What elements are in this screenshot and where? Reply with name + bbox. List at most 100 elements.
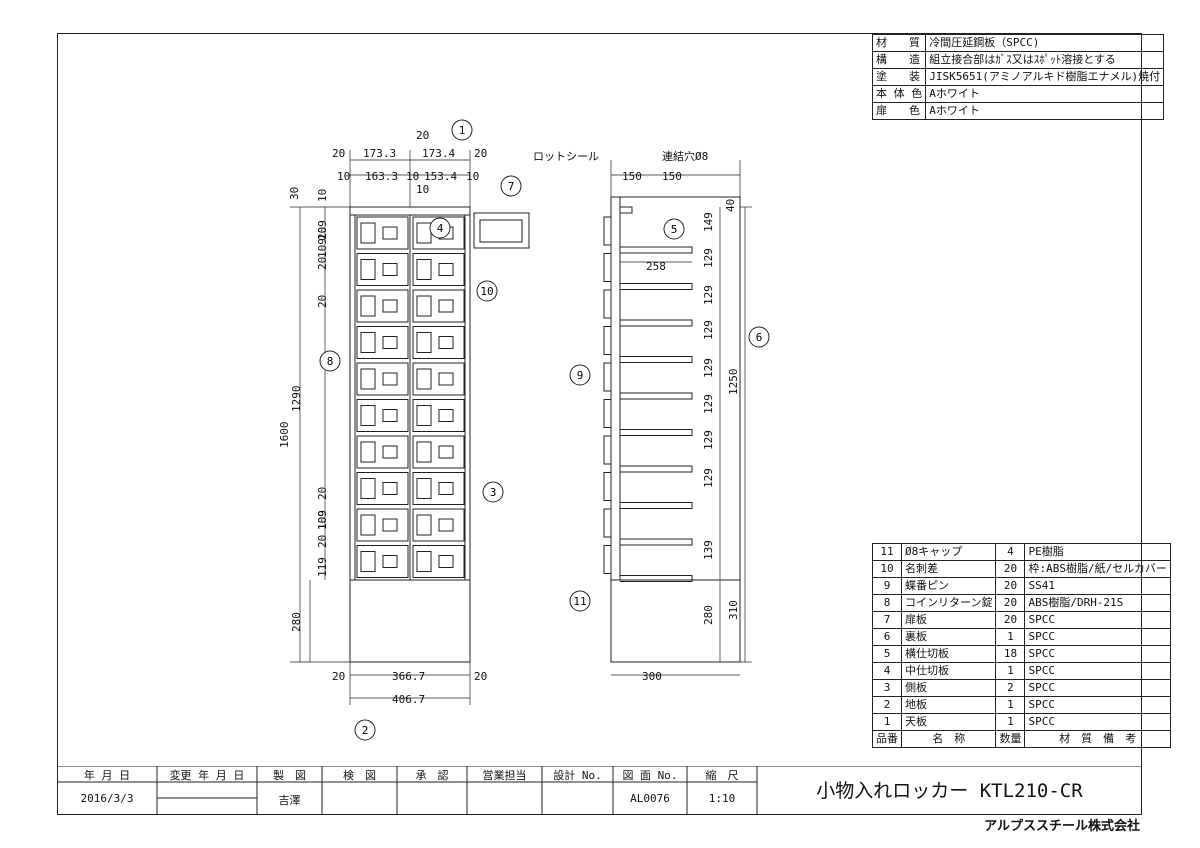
tb-header-scale: 縮 尺 [705,769,739,782]
dim-front-10c: 10 [466,170,479,183]
coin-lock-icon [360,478,376,499]
name-card-holder-icon [438,263,454,276]
shelf-plate [620,319,693,327]
coin-lock-icon [416,478,432,499]
spec-row: 材 質冷間圧延鋼板（SPCC) [871,34,1165,52]
balloon-7: 7 [500,175,522,197]
locker-door [412,435,465,469]
parts-material: SPCC [1024,628,1171,646]
coin-lock-icon [416,405,432,426]
dim-left-20b: 20 [316,295,329,308]
dim-front-163.3: 163.3 [365,170,398,183]
balloon-number: 3 [490,486,497,499]
name-card-holder-icon [438,518,454,532]
locker-door [356,399,409,432]
shelf-plate [620,356,693,363]
tb-header-date: 年 月 日 [83,769,131,782]
label-lot-seal: ロットシール [533,150,599,163]
coin-lock-icon [416,441,432,463]
tb-drafter: 吉澤 [278,794,301,807]
balloon-10: 10 [476,280,498,302]
locker-door [356,362,409,396]
coin-lock-icon [416,368,432,390]
parts-name: 扉板 [900,611,997,629]
locker-door [356,216,409,250]
tb-header-approver: 承 認 [415,769,449,782]
name-card-holder-icon [382,372,398,386]
shelf-plate [620,429,693,436]
coin-lock-icon [360,368,376,390]
balloon-number: 8 [327,355,334,368]
balloon-5: 5 [663,218,685,240]
dim-bottom-20b: 20 [474,670,487,683]
dim-front-10a: 10 [337,170,350,183]
balloon-11: 11 [569,590,591,612]
balloon-8: 8 [319,350,341,372]
dim-front-top-20c: 20 [474,147,487,160]
balloon-number: 9 [577,369,584,382]
shelf-plate [620,575,693,582]
locker-door [356,508,409,542]
dim-left-1290: 1290 [290,386,303,413]
tb-title: 小物入れロッカー KTL210-CR [816,780,1083,802]
balloon-number: 6 [756,331,763,344]
dim-side-right: 40 [724,199,737,212]
shelf-plate [620,465,693,473]
name-card-holder-icon [438,482,454,495]
hinge-door-edge [603,289,612,319]
coin-lock-icon [416,332,432,353]
balloon-9: 9 [569,364,591,386]
locker-door [412,216,465,250]
dim-bottom-20a: 20 [332,670,345,683]
tb-header-drawing-no: 図 面 No. [622,769,678,782]
locker-door [356,253,409,286]
shelf-plate [620,283,693,290]
name-card-holder-icon [382,409,398,422]
tb-header-drafter: 製 図 [273,769,306,782]
tb-header-change-date: 変更 年 月 日 [169,769,245,782]
parts-qty: 20 [995,594,1026,612]
tb-drawing-no: AL0076 [630,792,670,805]
parts-header-row: 品番名 称数量材 質 備 考 [872,730,1171,748]
parts-name: 横仕切板 [900,645,997,663]
tb-header-checker: 検 図 [343,769,376,782]
spec-value: 冷間圧延鋼板（SPCC) [925,34,1165,52]
dim-left-1600: 1600 [278,422,291,449]
parts-name: コインリターン錠 [900,594,997,612]
parts-no: 品番 [872,730,902,748]
dim-left-20c: 20 [316,487,329,500]
dim-side-right: 129 [702,430,715,450]
coin-lock-icon [416,222,432,244]
parts-name: 名 称 [900,730,997,748]
dim-side-right: 129 [702,468,715,488]
spec-value: JISK5651(アミノアルキド樹脂エナメル)焼付 [925,68,1165,86]
hinge-door-edge [603,326,612,355]
shelf-plate [620,538,693,546]
dim-front-top-173.4: 173.4 [422,147,455,160]
hinge-door-edge [603,472,612,501]
name-card-holder-icon [382,226,398,240]
dim-front-top-20a: 20 [332,147,345,160]
balloon-number: 2 [362,724,369,737]
spec-value: Aホワイト [925,102,1165,120]
dim-left-109a: 109 [316,220,329,240]
dim-front-top-20b: 20 [416,129,429,142]
locker-door [412,508,465,542]
name-card-holder-icon [382,445,398,459]
shelf-plate [620,392,693,400]
shelf-plate [620,502,693,509]
hinge-door-edge [603,362,612,392]
coin-lock-icon [360,441,376,463]
hinge-door-edge [603,253,612,282]
dim-side-right: 280 [702,605,715,625]
spec-table: 材 質冷間圧延鋼板（SPCC)構 造組立接合部はｶﾞｽ又はｽﾎﾟｯﾄ溶接とする塗… [871,34,1165,120]
hinge-door-edge [603,399,612,428]
parts-qty: 20 [995,611,1026,629]
locker-door [412,289,465,323]
